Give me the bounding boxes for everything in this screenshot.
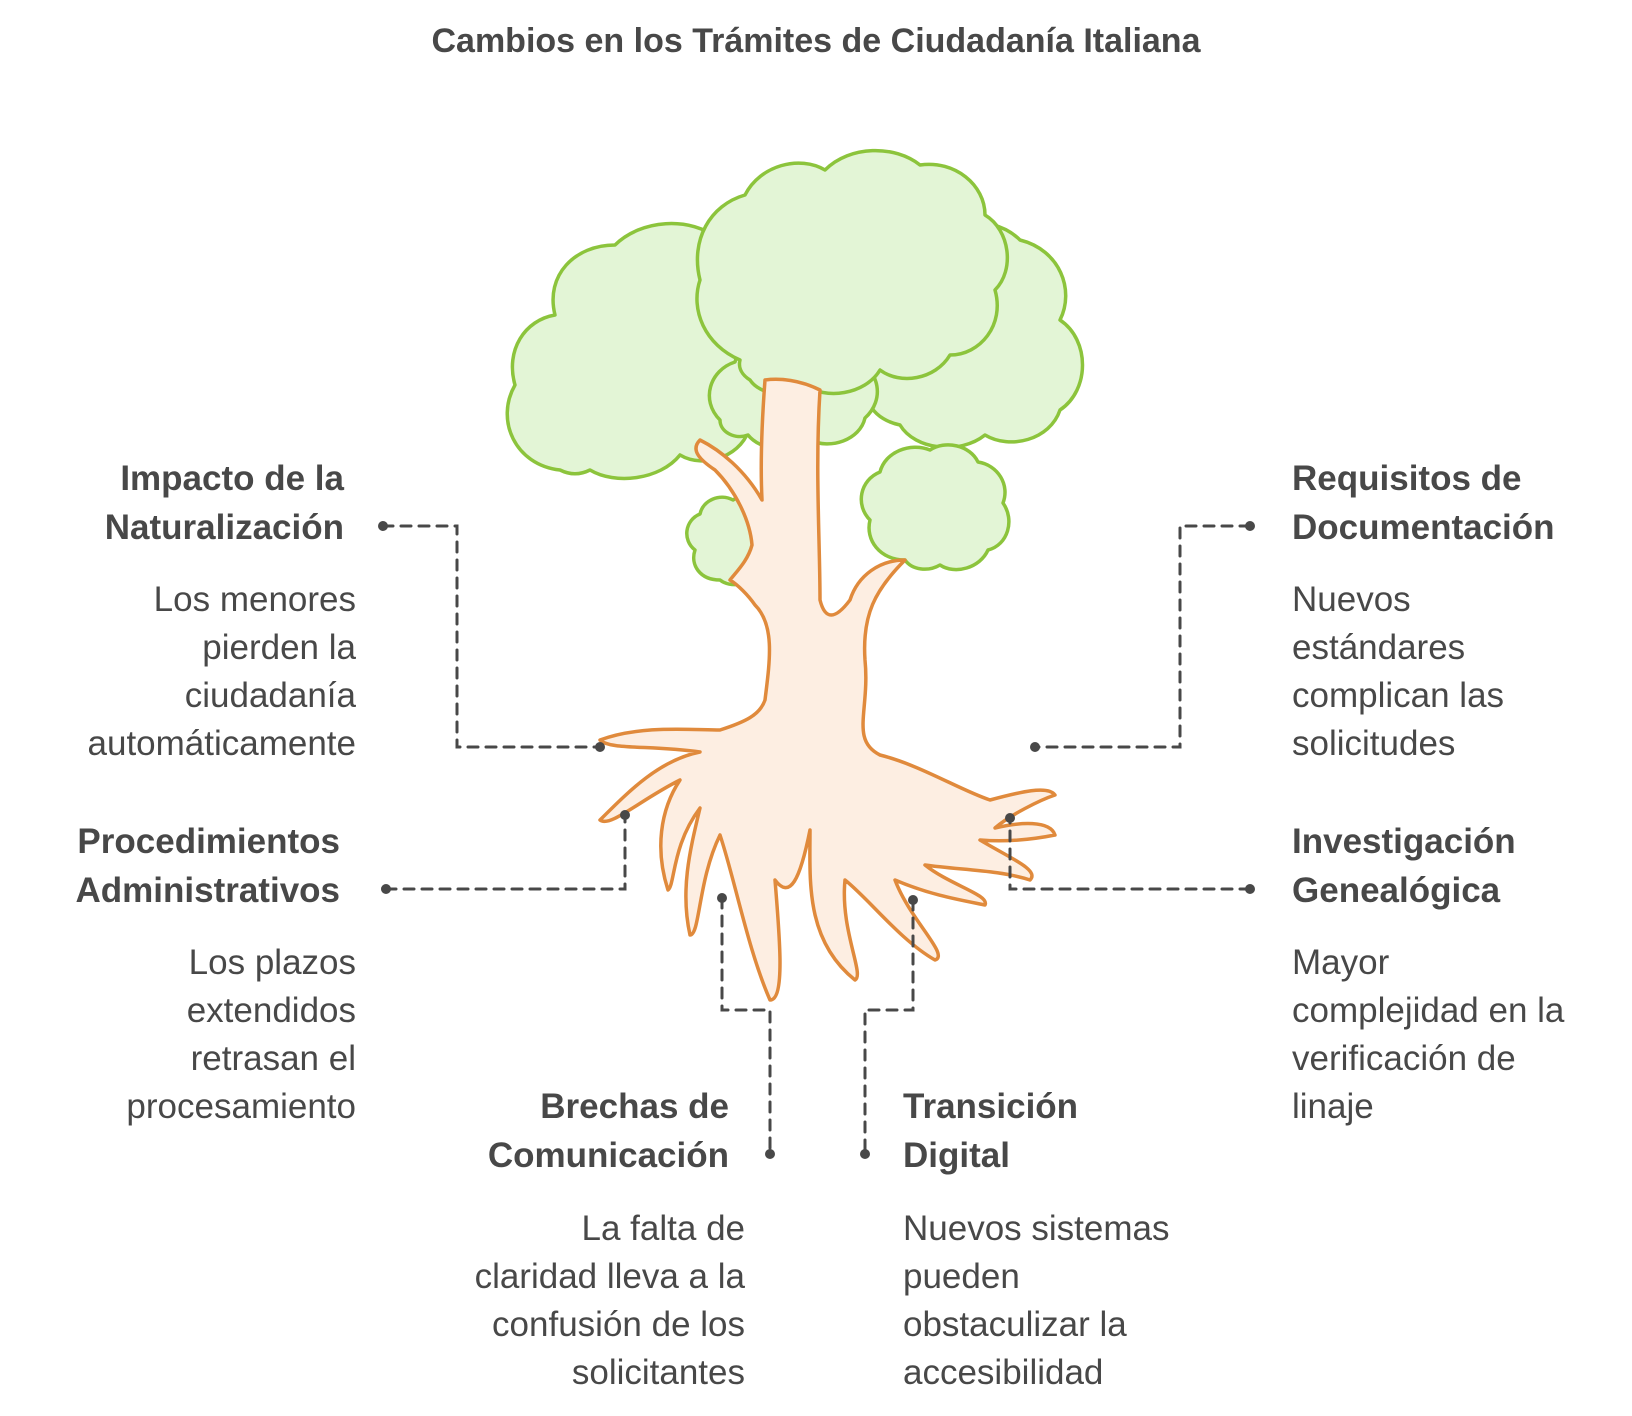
heading-transicion: Transición Digital [903, 1087, 1079, 1175]
description-comunicacion: La falta de claridad lleva a la confusió… [474, 1209, 745, 1392]
description-naturalizacion: Los menores pierden la ciudadanía automá… [87, 580, 356, 763]
dot-documentacion-root [1030, 742, 1040, 752]
description-transicion: Nuevos sistemas pueden obstaculizar la a… [903, 1209, 1170, 1392]
connector-documentacion [1033, 524, 1252, 749]
heading-naturalizacion: Impacto de la Naturalización [104, 459, 344, 547]
dot-procedimientos-root [620, 810, 630, 820]
heading-genealogica: Investigación Genealógica [1292, 822, 1516, 910]
dot-naturalizacion-root [595, 742, 605, 752]
dot-comunicacion-root [717, 893, 727, 903]
dot-comunicacion-end [765, 1149, 775, 1159]
connector-naturalizacion [381, 524, 602, 749]
dot-documentacion-end [1245, 521, 1255, 531]
connector-genealogica [1008, 816, 1252, 891]
description-genealogica: Mayor complejidad en la verificación de … [1292, 943, 1565, 1126]
heading-comunicacion: Brechas de Comunicación [487, 1087, 729, 1175]
connector-dots [378, 521, 1255, 1159]
dot-genealogica-root [1005, 813, 1015, 823]
heading-documentacion: Requisitos de Documentación [1292, 459, 1555, 547]
connector-procedimientos [384, 813, 627, 891]
tree-trunk-roots [598, 377, 1057, 1002]
description-procedimientos: Los plazos extendidos retrasan el proces… [126, 943, 356, 1126]
dot-naturalizacion-end [378, 521, 388, 531]
dot-transicion-end [860, 1149, 870, 1159]
diagram-title: Cambios en los Trámites de Ciudadanía It… [431, 22, 1201, 60]
connectors [381, 524, 1252, 1156]
connector-transicion [863, 898, 915, 1156]
dot-transicion-root [908, 895, 918, 905]
foliage-cloud-small-right [859, 443, 1011, 572]
connector-comunicacion [720, 896, 772, 1156]
dot-procedimientos-end [381, 884, 391, 894]
heading-procedimientos: Procedimientos Administrativos [75, 822, 341, 910]
dot-genealogica-end [1245, 884, 1255, 894]
tree-foliage [505, 148, 1085, 587]
description-documentacion: Nuevos estándares complican las solicitu… [1292, 580, 1505, 763]
